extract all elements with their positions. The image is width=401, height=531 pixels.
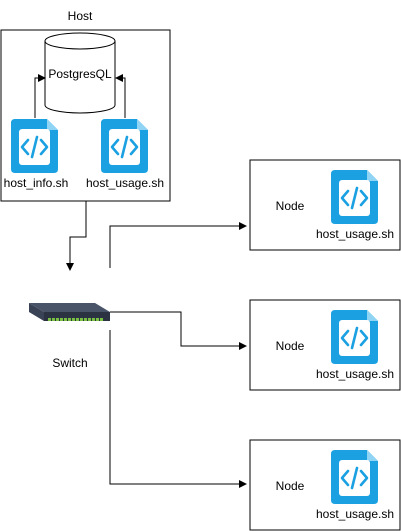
node-label: Node [276, 479, 305, 493]
host-container: Host PostgresQL host_info.sh host_usage.… [0, 9, 171, 202]
connector-switch-to-node-2 [110, 311, 247, 350]
node-script-label: host_usage.sh [316, 367, 394, 381]
script-label-host-info: host_info.sh [4, 176, 69, 190]
network-switch-icon [29, 303, 110, 321]
node-script-label: host_usage.sh [316, 507, 394, 521]
node-script-label: host_usage.sh [316, 227, 394, 241]
code-file-icon [329, 448, 380, 506]
connector-switch-to-node-1 [109, 222, 247, 268]
code-file-icon [329, 308, 380, 366]
code-file-icon [99, 117, 150, 175]
database-label: PostgresQL [48, 67, 112, 81]
code-file-icon [329, 168, 380, 226]
host-title: Host [68, 9, 93, 23]
database-cylinder-icon [44, 32, 116, 114]
node-label: Node [276, 339, 305, 353]
connector-host-to-switch [66, 201, 87, 271]
connector-host-info-to-db [34, 74, 46, 118]
node-label: Node [276, 199, 305, 213]
switch-label: Switch [52, 356, 87, 370]
connector-host-usage-to-db [115, 74, 126, 118]
script-label-host-usage: host_usage.sh [86, 176, 164, 190]
code-file-icon [9, 117, 60, 175]
node-box: Node host_usage.sh [249, 299, 401, 391]
node-box: Node host_usage.sh [249, 439, 401, 531]
node-box: Node host_usage.sh [249, 159, 401, 251]
connector-switch-to-node-3 [109, 330, 247, 488]
switch-ports [48, 318, 103, 321]
